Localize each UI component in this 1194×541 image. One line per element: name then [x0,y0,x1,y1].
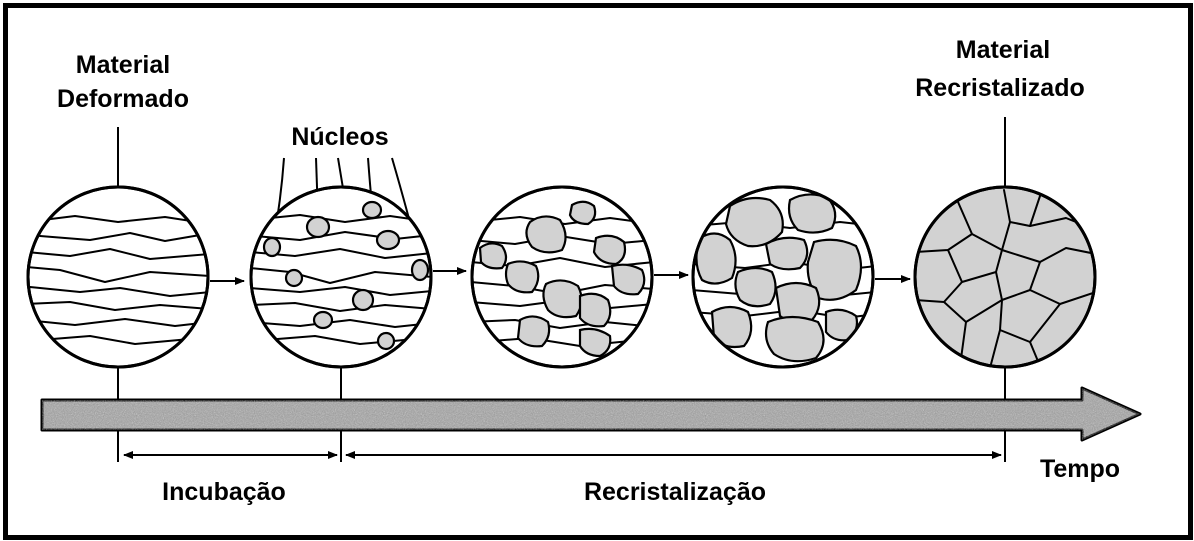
deformed-label-line1: Material [76,51,170,79]
deformed-label-line2: Deformado [57,85,189,113]
stage-recrystallized-circle [915,187,1096,368]
incubation-label: Incubação [162,478,286,506]
recrystallized-label-line2: Recristalizado [915,74,1085,102]
nucleus [307,217,329,237]
recrystallization-label: Recristalização [584,478,766,506]
nuclei-label: Núcleos [291,123,388,151]
nucleus [377,231,399,249]
time-axis-arrow [42,388,1140,440]
recrystallized-label-line1: Material [956,36,1050,64]
stage-growth-late-circle [692,187,876,367]
nucleus [363,202,381,218]
stage-deformed-circle [26,187,210,367]
nucleus [286,270,302,286]
nucleus [353,290,373,310]
stage-growth-early-circle [470,187,654,367]
stage-nucleation-circle [250,187,432,367]
nucleus [264,238,280,256]
nucleus [314,312,332,328]
nucleus [378,333,394,349]
time-label: Tempo [1040,455,1120,483]
nucleus [412,260,428,280]
